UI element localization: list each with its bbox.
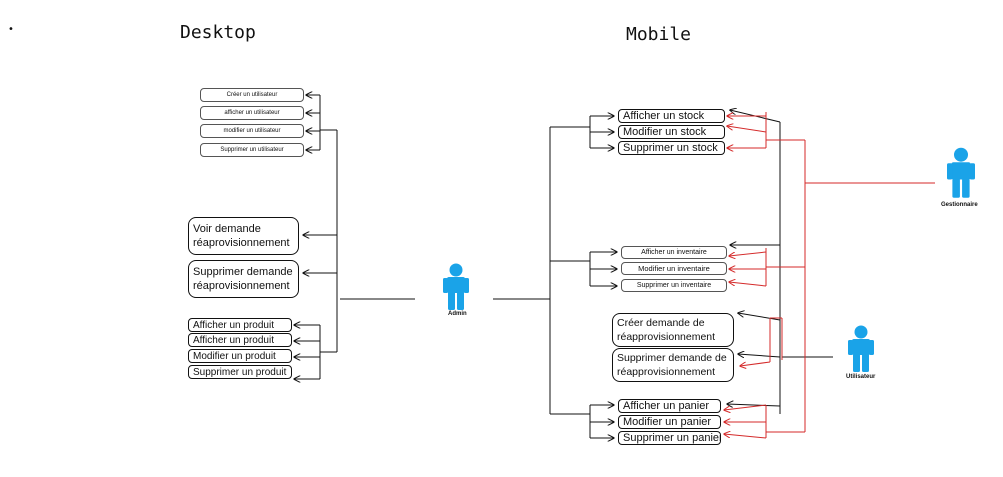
use-case-modifier-inventaire: Modifier un inventaire (621, 262, 727, 275)
use-case-modifier-panier: Modifier un panier (618, 415, 721, 429)
use-case-supprimer-produit: Supprimer un produit (188, 365, 292, 379)
utilisateur-actor (848, 325, 874, 377)
use-case-creer-utilisateur: Créer un utilisateur (200, 88, 304, 102)
use-case-modifier-utilisateur: modifier un utilisateur (200, 124, 304, 138)
use-case-afficher-produit-2: Afficher un produit (188, 333, 292, 347)
gestionnaire-actor (947, 147, 975, 203)
use-case-afficher-panier: Afficher un panier (618, 399, 721, 413)
person-icon (947, 147, 975, 198)
use-case-supprimer-inventaire: Supprimer un inventaire (621, 279, 727, 292)
use-case-afficher-inventaire: Afficher un inventaire (621, 246, 727, 259)
use-case-modifier-produit: Modifier un produit (188, 349, 292, 363)
use-case-afficher-produit: Afficher un produit (188, 318, 292, 332)
person-icon (848, 325, 874, 372)
use-case-supprimer-demande: Supprimer demande réaprovisionnement (188, 260, 299, 298)
use-case-afficher-stock: Afficher un stock (618, 109, 725, 123)
utilisateur-label: Utilisateur (846, 374, 876, 380)
use-case-supprimer-stock: Supprimer un stock (618, 141, 725, 155)
use-case-supprimer-utilisateur: Supprimer un utilisateur (200, 143, 304, 157)
gestionnaire-label: Gestionnaire (941, 202, 978, 208)
use-case-afficher-utilisateur: afficher un utilisateur (200, 106, 304, 120)
use-case-modifier-stock: Modifier un stock (618, 125, 725, 139)
use-case-supprimer-panier: Supprimer un panier (618, 431, 721, 445)
use-case-supprimer-demande-mobile: Supprimer demande de réapprovisionnement (612, 348, 734, 382)
desktop-heading: Desktop (180, 22, 256, 43)
admin-label: Admin (448, 311, 467, 317)
admin-actor (443, 263, 469, 315)
person-icon (443, 263, 469, 310)
bullet: • (8, 24, 14, 35)
use-case-voir-demande: Voir demande réaprovisionnement (188, 217, 299, 255)
use-case-creer-demande: Créer demande de réapprovisionnement (612, 313, 734, 347)
mobile-heading: Mobile (626, 24, 692, 45)
